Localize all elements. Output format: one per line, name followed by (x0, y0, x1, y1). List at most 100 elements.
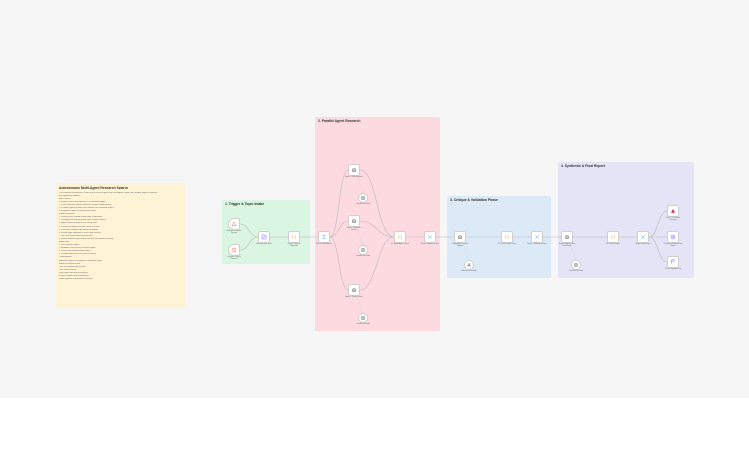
connection-split-agent3 (329, 236, 349, 291)
note-line: 1. A topic arrives via webhook or a sche… (59, 200, 106, 203)
note-line: 6. Review agent prompts to match your do… (59, 231, 101, 234)
node-merge[interactable] (394, 231, 406, 243)
node-sheets[interactable] (667, 256, 679, 268)
note-line: Review outputs before publishing (59, 275, 89, 278)
node-label: Agent 1 - Web Research (345, 177, 363, 178)
node-split[interactable] (318, 231, 330, 243)
note-line: 7. Set error notifications for failed ru… (59, 234, 93, 237)
note-line: Keep topics focused and specific (59, 271, 89, 274)
group-title: 3. Critique & Validation Phase (450, 198, 498, 202)
node-label: Agent 2 - Academic Sources (347, 228, 361, 231)
node-label: Schedule - Weekly Research (227, 257, 241, 260)
node-model1[interactable] (358, 193, 368, 203)
note-line: Add more agents or change the model per … (59, 259, 103, 262)
webhook-icon (231, 221, 237, 227)
node-slack[interactable] (667, 205, 679, 217)
note-title: Autonomous Multi-Agent Research Swarm (59, 186, 128, 190)
node-combine[interactable] (424, 231, 436, 243)
node-normalize[interactable] (258, 231, 270, 243)
note-line: 4. Connect an output channel (Slack or e… (59, 225, 100, 228)
node-critique[interactable] (454, 231, 466, 243)
note-line: How it works (59, 197, 71, 200)
note-line: Tune the temperature per role (59, 265, 86, 268)
node-synth[interactable] (561, 231, 573, 243)
node-label: Respond to Webhook with Report (663, 244, 683, 247)
node-model3[interactable] (358, 313, 368, 323)
node-label: Agent 3 - Market Trends (345, 297, 363, 298)
robot-icon (351, 287, 357, 293)
robot-icon (457, 234, 463, 240)
connection-agent3-merge (359, 236, 395, 291)
workflow-canvas[interactable]: 1. Trigger & Topic Intake 2. Parallel Ag… (0, 0, 749, 398)
node-fanout[interactable] (637, 231, 649, 243)
node-label: Merge - Validated Findings (527, 244, 547, 245)
merge-icon (640, 234, 646, 240)
note-line: 1. Connect your OpenAI or Anthropic cred… (59, 216, 102, 219)
note-line: 1. Web research agent (59, 244, 80, 247)
node-label: Anthropic Chat Model (461, 271, 477, 272)
connection-fanout-slack (648, 210, 668, 238)
note-line: 4. A synthesis agent writes the final re… (59, 210, 96, 213)
node-format[interactable] (607, 231, 619, 243)
node-label: OpenAI Chat Model (569, 271, 583, 272)
openai-icon (360, 315, 366, 321)
note-line: 8. Enable workflow and monitor the first… (59, 237, 114, 240)
connection-split-agent2 (329, 220, 349, 238)
note-line: and synthesize findings. (59, 194, 81, 197)
connection-agent1-merge (359, 169, 395, 238)
note-line: 3. Adjust research depth in the config n… (59, 222, 97, 225)
connection-schedule-normalize (239, 236, 259, 251)
node-label: Save to Database Log (665, 269, 681, 270)
clock-icon (231, 247, 237, 253)
node-label: Critique Agent - Review Findings (451, 244, 469, 247)
node-model2[interactable] (358, 245, 368, 255)
group-title: 4. Synthesis & Final Report (561, 164, 605, 168)
split-icon (321, 234, 327, 240)
robot-icon (351, 218, 357, 224)
code-icon (610, 234, 616, 240)
node-parse[interactable] (501, 231, 513, 243)
send-icon (670, 234, 676, 240)
node-label: Normalize Topic Input (256, 244, 272, 245)
note-line: 4. Critique agent that checks for accura… (59, 253, 96, 256)
openai-icon (573, 262, 579, 268)
node-label: Split to Parallel Agents (316, 244, 332, 245)
connection-fanout-sheets (648, 236, 668, 263)
node-config[interactable] (288, 231, 300, 243)
anthropic-icon (466, 262, 472, 268)
note-line: 3. Market and industry trends agent (59, 250, 91, 253)
node-label: JS - Format Report (606, 244, 620, 245)
node-check[interactable] (531, 231, 543, 243)
note-line: 2. Academic and technical sources agent (59, 247, 96, 250)
node-webhook[interactable] (228, 218, 240, 230)
note-line: 5. Test with a sample topic before activ… (59, 228, 98, 231)
openai-icon (360, 195, 366, 201)
note-line: Store reports in a database for history (59, 278, 93, 281)
node-model5[interactable] (571, 260, 581, 270)
node-schedule[interactable] (228, 244, 240, 256)
code-icon (291, 234, 297, 240)
group-title: 2. Parallel Agent Research (318, 119, 361, 123)
connection-webhook-normalize (239, 223, 259, 238)
node-webhookresp[interactable] (667, 231, 679, 243)
note-line: Tips for best results (59, 268, 77, 271)
merge-icon (427, 234, 433, 240)
node-agent3[interactable] (348, 284, 360, 296)
merge-icon (534, 234, 540, 240)
slack-icon (670, 208, 676, 214)
node-label: OpenAI Chat Model (356, 324, 370, 325)
node-label: JS - Merge Agent Outputs (390, 244, 410, 245)
node-label: Webhook - Research Request (226, 231, 242, 234)
node-model4[interactable] (464, 260, 474, 270)
node-label: JS - Parse Critique Output (497, 244, 517, 245)
note-line: 3. A critique agent reviews and validate… (59, 206, 114, 209)
note-line: Agent roles (59, 241, 70, 243)
sticky-note[interactable]: Autonomous Multi-Agent Research Swarm Th… (56, 183, 186, 308)
node-agent1[interactable] (348, 164, 360, 176)
robot-icon (564, 234, 570, 240)
node-agent2[interactable] (348, 215, 360, 227)
node-label: Merge - Combine Results (420, 244, 440, 245)
node-label: OpenAI Chat Model (356, 256, 370, 257)
note-line: 2. Configure the webhook path and schedu… (59, 219, 106, 222)
connections-layer (239, 169, 668, 314)
